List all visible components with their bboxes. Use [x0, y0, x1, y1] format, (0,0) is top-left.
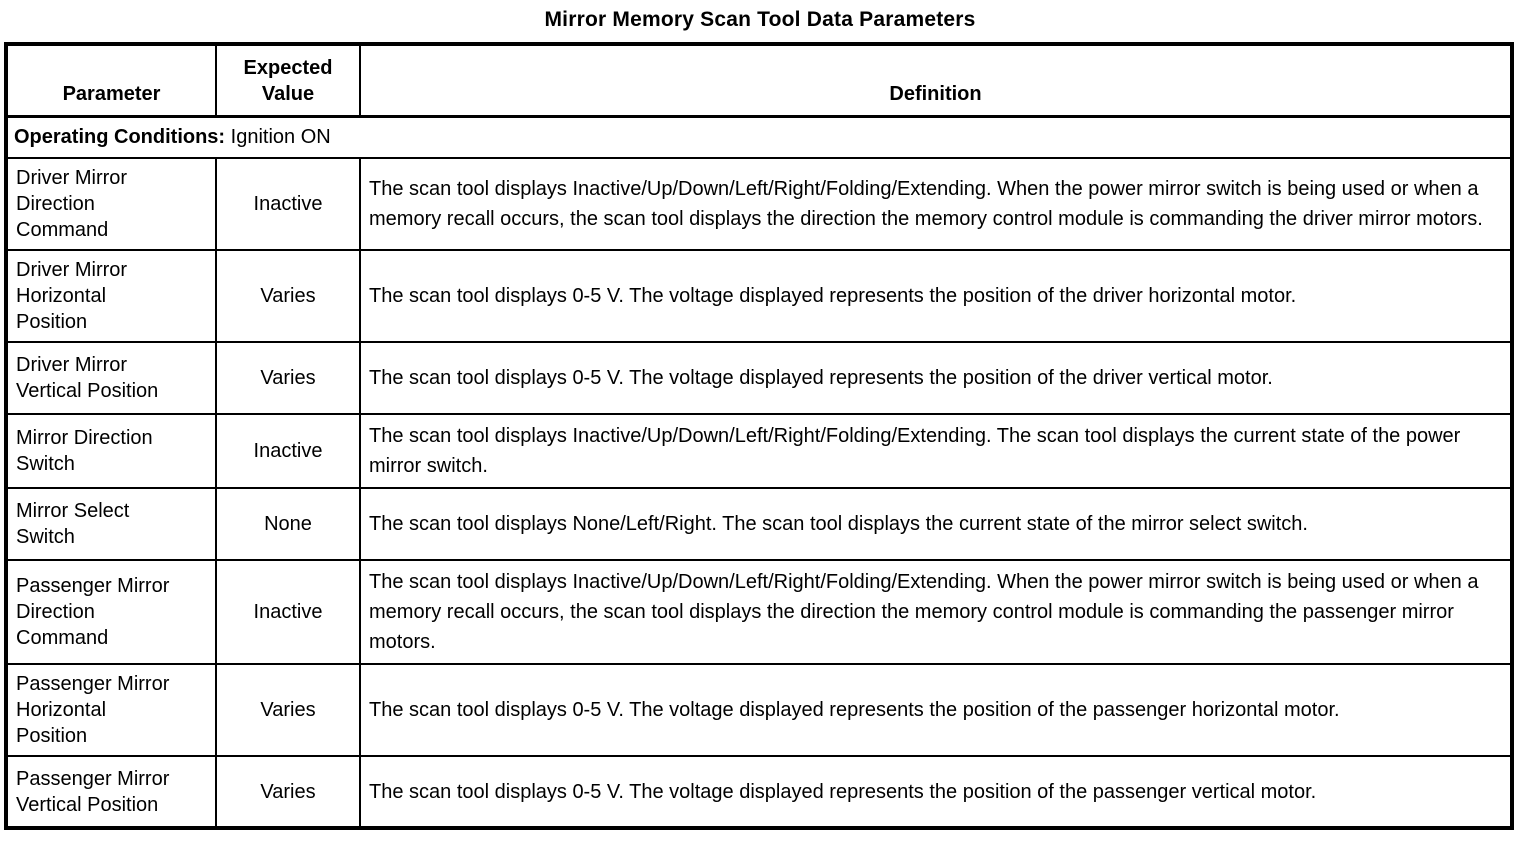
parameter-cell: Driver Mirror Vertical Position: [5, 341, 217, 415]
table-row: Driver Mirror Vertical Position Varies T…: [5, 341, 1513, 415]
expected-value-cell: Inactive: [215, 413, 361, 489]
expected-value-cell: Varies: [215, 663, 361, 757]
table-row: Driver Mirror Direction Command Inactive…: [5, 157, 1513, 251]
definition-cell: The scan tool displays Inactive/Up/Down/…: [359, 413, 1513, 489]
table-row: Driver Mirror Horizontal Position Varies…: [5, 249, 1513, 343]
definition-cell: The scan tool displays None/Left/Right. …: [359, 487, 1513, 561]
column-header-expected-value: Expected Value: [215, 43, 361, 118]
table-row: Mirror Select Switch None The scan tool …: [5, 487, 1513, 561]
definition-cell: The scan tool displays Inactive/Up/Down/…: [359, 559, 1513, 665]
header-row: Parameter Expected Value Definition: [5, 43, 1513, 118]
definition-cell: The scan tool displays 0-5 V. The voltag…: [359, 663, 1513, 757]
operating-conditions-row: Operating Conditions: Ignition ON: [5, 115, 1513, 159]
expected-value-cell: Varies: [215, 341, 361, 415]
parameter-cell: Passenger Mirror Vertical Position: [5, 755, 217, 829]
parameter-cell: Mirror Direction Switch: [5, 413, 217, 489]
expected-value-cell: None: [215, 487, 361, 561]
definition-cell: The scan tool displays 0-5 V. The voltag…: [359, 341, 1513, 415]
parameter-cell: Passenger Mirror Direction Command: [5, 559, 217, 665]
table-row: Passenger Mirror Vertical Position Varie…: [5, 755, 1513, 829]
table-row: Mirror Direction Switch Inactive The sca…: [5, 413, 1513, 489]
expected-value-cell: Varies: [215, 249, 361, 343]
table-row: Passenger Mirror Direction Command Inact…: [5, 559, 1513, 665]
table-row: Passenger Mirror Horizontal Position Var…: [5, 663, 1513, 757]
operating-conditions-value: Ignition ON: [230, 125, 331, 148]
definition-cell: The scan tool displays Inactive/Up/Down/…: [359, 157, 1513, 251]
definition-cell: The scan tool displays 0-5 V. The voltag…: [359, 249, 1513, 343]
table-title: Mirror Memory Scan Tool Data Parameters: [544, 8, 976, 31]
expected-value-cell: Inactive: [215, 559, 361, 665]
definition-cell: The scan tool displays 0-5 V. The voltag…: [359, 755, 1513, 829]
parameter-cell: Driver Mirror Horizontal Position: [5, 249, 217, 343]
column-header-definition: Definition: [359, 43, 1513, 118]
column-header-parameter: Parameter: [5, 43, 217, 118]
operating-conditions-label: Operating Conditions:: [14, 125, 226, 148]
parameter-cell: Passenger Mirror Horizontal Position: [5, 663, 217, 757]
expected-value-cell: Inactive: [215, 157, 361, 251]
parameter-cell: Driver Mirror Direction Command: [5, 157, 217, 251]
operating-conditions-cell: Operating Conditions: Ignition ON: [5, 115, 1513, 159]
parameter-cell: Mirror Select Switch: [5, 487, 217, 561]
expected-value-cell: Varies: [215, 755, 361, 829]
parameters-table: Parameter Expected Value Definition Oper…: [4, 42, 1514, 830]
